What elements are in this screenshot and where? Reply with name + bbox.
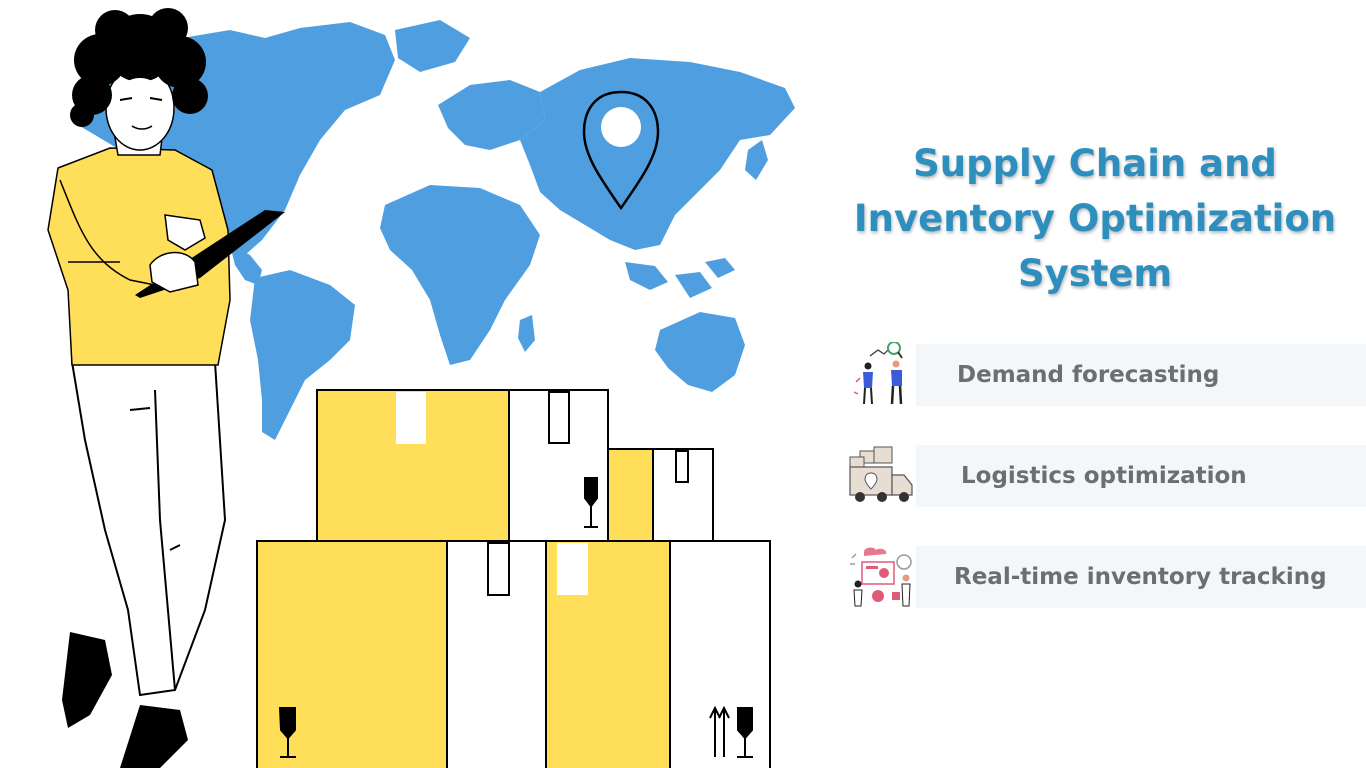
person-with-clipboard: [47, 8, 285, 768]
feature-label: Demand forecasting: [957, 362, 1220, 388]
feature-logistics-optimization: Logistics optimization: [846, 445, 1366, 511]
feature-bar: [916, 445, 1366, 507]
feature-label: Logistics optimization: [961, 463, 1247, 489]
supply-chain-illustration: [47, 8, 795, 768]
feature-bar: [916, 344, 1366, 406]
feature-bar: [916, 546, 1366, 608]
feature-demand-forecasting: Demand forecasting: [846, 342, 1366, 410]
feature-label: Real-time inventory tracking: [954, 564, 1327, 590]
location-pin-icon: [582, 90, 660, 211]
feature-inventory-tracking: Real-time inventory tracking: [846, 546, 1366, 612]
demand-forecasting-icon: [853, 342, 903, 405]
delivery-truck-icon: [849, 446, 913, 502]
page-title: Supply Chain and Inventory Optimization …: [853, 142, 1337, 295]
inventory-tracking-icon: [850, 547, 912, 607]
cardboard-boxes: [256, 389, 771, 768]
